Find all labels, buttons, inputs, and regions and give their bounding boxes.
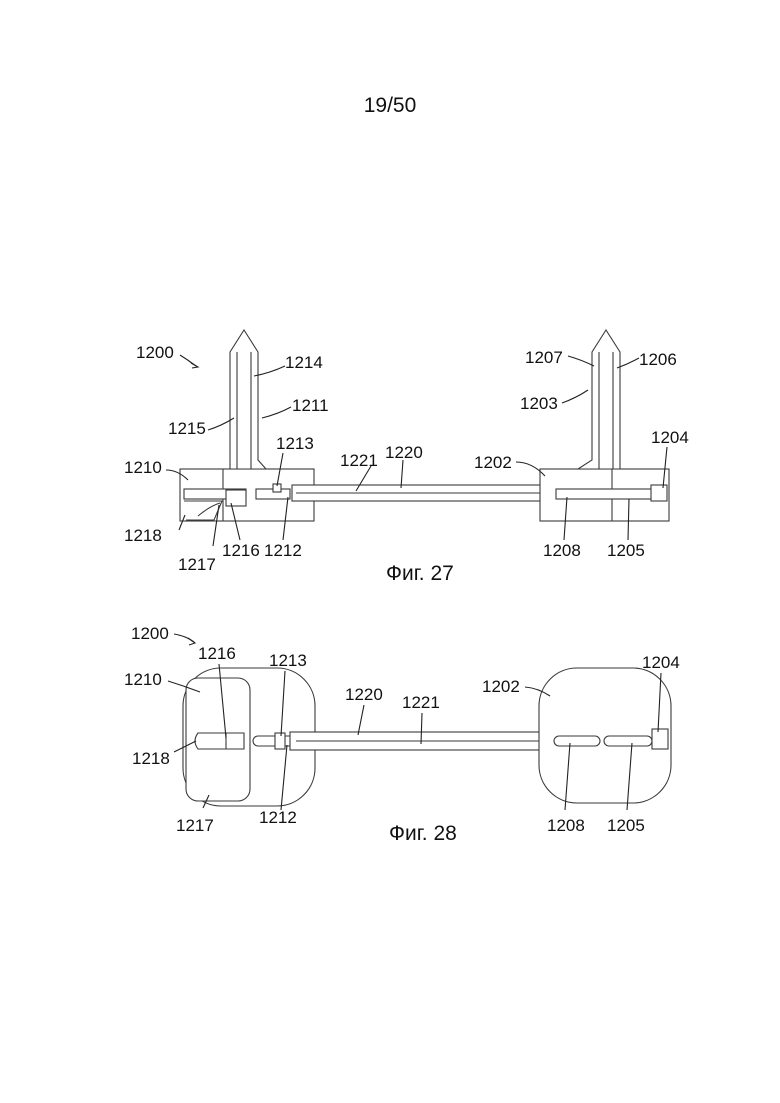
- right-pin-1208: [554, 736, 600, 746]
- label-1208: 1208: [543, 541, 581, 560]
- label-1218: 1218: [124, 526, 162, 545]
- label-1205: 1205: [607, 541, 645, 560]
- label-1202: 1202: [482, 677, 520, 696]
- right-tab-1204: [652, 729, 668, 749]
- label-1218: 1218: [132, 749, 170, 768]
- label-1214: 1214: [285, 353, 323, 372]
- label-1217: 1217: [178, 555, 216, 574]
- label-1216: 1216: [222, 541, 260, 560]
- figure-28-caption: Фиг. 28: [389, 822, 457, 845]
- label-1203: 1203: [520, 394, 558, 413]
- right-hub: [556, 489, 656, 499]
- label-1212: 1212: [264, 541, 302, 560]
- label-1204: 1204: [651, 428, 689, 447]
- label-1200: 1200: [131, 624, 169, 643]
- label-1221: 1221: [340, 451, 378, 470]
- left-tab-1213: [275, 733, 285, 749]
- label-1206: 1206: [639, 350, 677, 369]
- label-1211: 1211: [292, 396, 329, 415]
- label-1216: 1216: [198, 644, 236, 663]
- left-pin: [253, 736, 295, 746]
- right-tab-1204: [651, 485, 667, 501]
- label-1217: 1217: [176, 816, 214, 835]
- label-1202: 1202: [474, 453, 512, 472]
- label-1207: 1207: [525, 348, 563, 367]
- label-1212: 1212: [259, 808, 297, 827]
- figure-27-caption: Фиг. 27: [386, 562, 454, 585]
- figure-27: 1200 1214 1211 1215 1213 1210 1221 1220 …: [124, 330, 689, 585]
- label-1205: 1205: [607, 816, 645, 835]
- right-pin-1205: [604, 736, 652, 746]
- label-1213: 1213: [276, 434, 314, 453]
- left-needle: [230, 330, 266, 469]
- label-1221: 1221: [402, 693, 440, 712]
- label-1200: 1200: [136, 343, 174, 362]
- label-1208: 1208: [547, 816, 585, 835]
- label-1210: 1210: [124, 458, 162, 477]
- left-arm-1218: [195, 733, 244, 749]
- label-1215: 1215: [168, 419, 206, 438]
- figure-28: 1200 1216 1213 1210 1220 1221 1202 1204 …: [124, 624, 680, 845]
- page-number: 19/50: [364, 94, 417, 117]
- label-1213: 1213: [269, 651, 307, 670]
- label-1220: 1220: [385, 443, 423, 462]
- label-1204: 1204: [642, 653, 680, 672]
- label-1210: 1210: [124, 670, 162, 689]
- label-1220: 1220: [345, 685, 383, 704]
